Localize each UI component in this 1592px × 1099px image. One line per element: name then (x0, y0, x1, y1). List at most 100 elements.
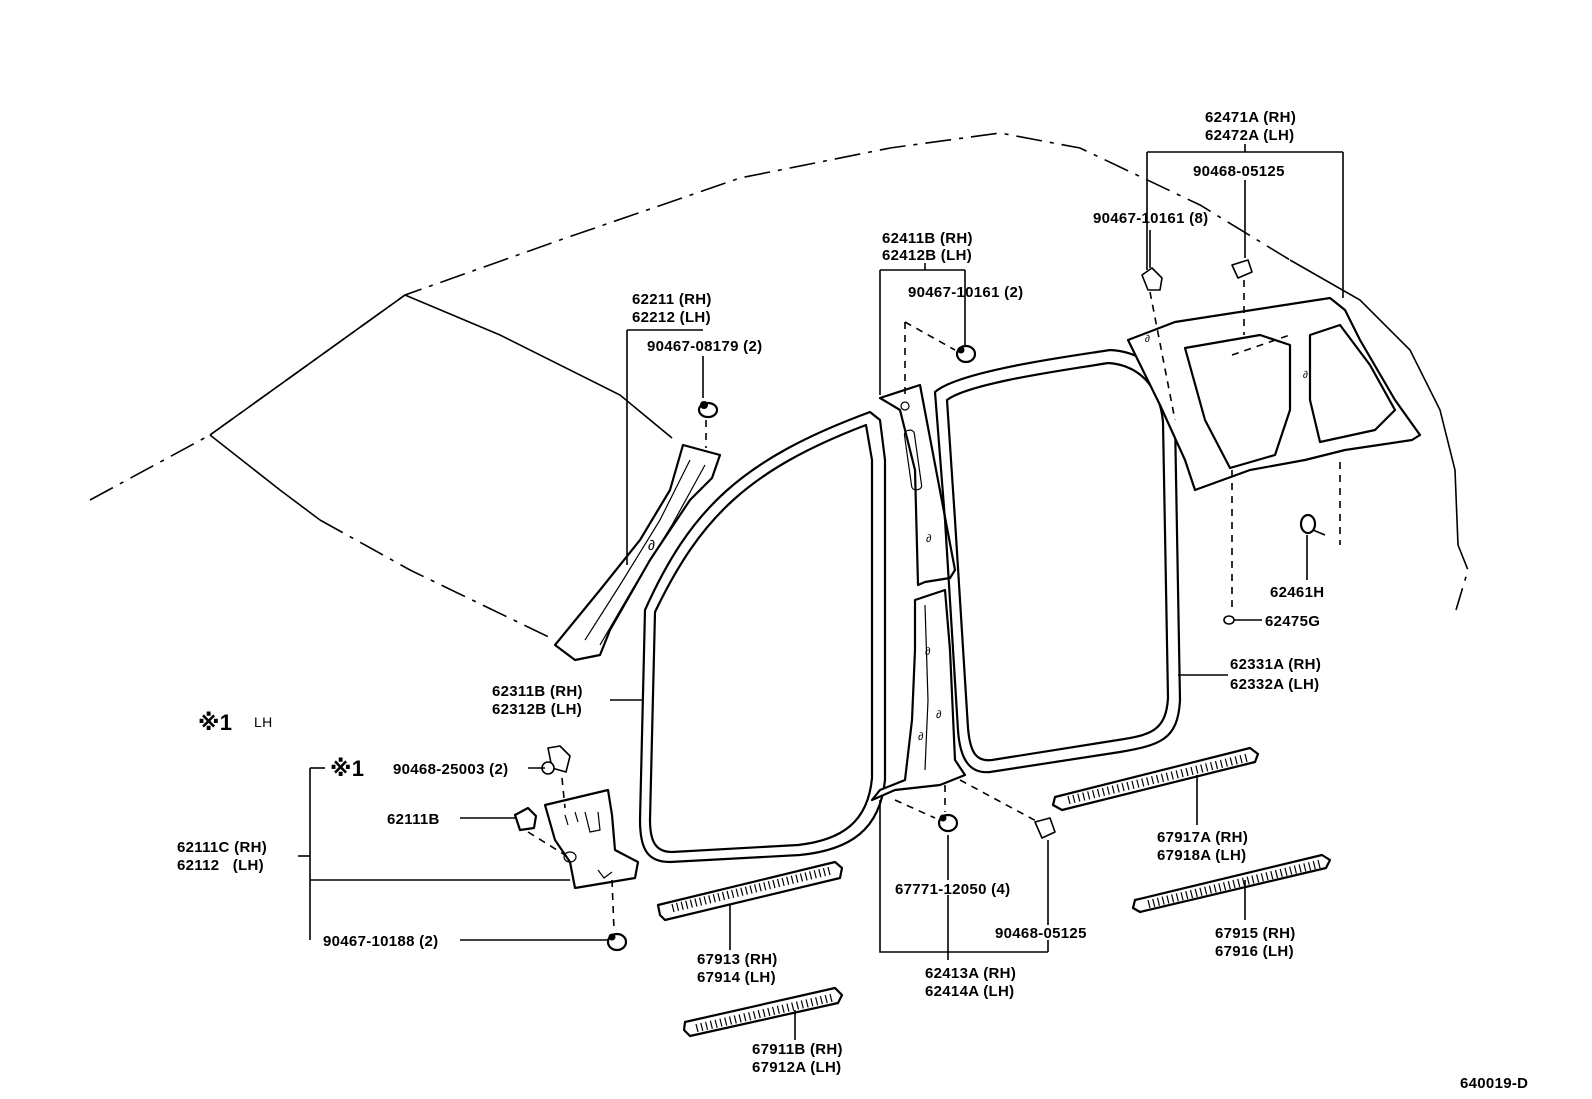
scuff-rib (1200, 764, 1204, 773)
scuff-rib (724, 1017, 728, 1026)
scuff-rib (1195, 765, 1199, 774)
clip-67771-12050 (894, 785, 959, 833)
scuff-rib (671, 903, 675, 913)
scuff-rib (1170, 771, 1174, 780)
scuff-rib (1126, 781, 1130, 791)
scuff-rib (1141, 778, 1145, 787)
label-90467-08179: 90467-08179 (2) (647, 338, 762, 355)
leader-lines (298, 144, 1344, 1040)
note-marker: ※1 (198, 710, 232, 735)
clip-62461H (1299, 462, 1341, 545)
scuff-rib (827, 866, 831, 876)
scuff-rib (685, 900, 689, 909)
scuff-rib (822, 867, 826, 877)
scuff-rib (1111, 785, 1115, 794)
scuff-rib (1204, 886, 1208, 895)
scuff-rib (731, 889, 735, 898)
scuff-rib (1190, 766, 1194, 775)
clip-90467-08179 (697, 401, 719, 448)
scuff-rib (704, 1021, 709, 1031)
label-62311B: 62311B (RH) (492, 683, 583, 700)
label-62212: 62212 (LH) (632, 309, 711, 326)
scuff-rib (805, 999, 809, 1008)
svg-text:∂: ∂ (918, 731, 924, 743)
scuff-rib (1175, 893, 1179, 902)
scuff-rib (1256, 874, 1260, 883)
scuff-rib (1210, 762, 1214, 771)
scuff-rib (695, 1023, 699, 1033)
scuff-rib (728, 1016, 733, 1025)
scuff-rib (676, 902, 680, 912)
scuff-rib (791, 1002, 795, 1011)
scuff-rib (712, 894, 716, 903)
scuff-rib (809, 871, 813, 880)
scuff-rib (1214, 760, 1219, 770)
roof-outline (89, 132, 1469, 641)
scuff-rib (763, 882, 767, 891)
scuff-rib (790, 875, 794, 884)
scuff-rib (786, 876, 790, 885)
scuff-rib (717, 892, 721, 902)
label-62211: 62211 (RH) (632, 291, 712, 308)
scuff-rib (829, 993, 833, 1003)
scuff-rib (680, 901, 684, 910)
scuff-rib (743, 1013, 747, 1022)
svg-text:∂: ∂ (1145, 334, 1150, 345)
b-pillar-lower-garnish: ∂ ∂ ∂ (870, 588, 967, 802)
scuff-rib (804, 872, 808, 881)
scuff-rib (767, 881, 771, 890)
scuff-rib (1166, 895, 1170, 904)
scuff-rib (776, 878, 781, 888)
scuff-rib (694, 898, 698, 907)
label-67917A: 67917A (RH) (1157, 829, 1248, 846)
scuff-rib (714, 1019, 718, 1028)
scuff-rib (1303, 863, 1307, 872)
scuff-rib (1146, 777, 1150, 786)
scuff-rib (1307, 862, 1312, 871)
scuff-rib (1189, 889, 1194, 899)
cowl-side-trim (543, 788, 640, 890)
scuff-rib (824, 994, 828, 1004)
scuff-rib (1171, 894, 1175, 903)
scuff-rib (1131, 780, 1135, 789)
a-pillar-garnish: ∂ (553, 443, 722, 662)
scuff-rib (1224, 758, 1228, 767)
label-90467-10161-8: 90467-10161 (8) (1093, 210, 1208, 227)
scuff-rib (1265, 872, 1269, 881)
clip-90467-10188 (606, 879, 628, 952)
label-62112: 62112 (LH) (177, 857, 264, 874)
label-90467-10188: 90467-10188 (2) (323, 933, 438, 950)
scuff-rib (1152, 898, 1156, 908)
scuff-rib (719, 1018, 723, 1027)
scuff-rib (744, 886, 748, 895)
scuff-rib (735, 888, 739, 897)
scuff-rib (1205, 763, 1209, 772)
scuff-rib (757, 1009, 761, 1019)
scuff-rib (1092, 790, 1096, 799)
scuff-plate-ribs (671, 753, 1321, 1033)
scuff-rib (1116, 784, 1120, 793)
label-67918A: 67918A (LH) (1157, 847, 1246, 864)
scuff-rib (1072, 794, 1076, 803)
scuff-rib (1151, 776, 1155, 785)
label-67914: 67914 (LH) (697, 969, 776, 986)
scuff-rib (749, 885, 753, 894)
scuff-rib (1161, 896, 1165, 905)
label-62461H: 62461H (1270, 584, 1324, 601)
scuff-rib (1237, 878, 1241, 888)
scuff-rib (1260, 873, 1264, 882)
scuff-rib (781, 1004, 785, 1013)
scuff-rib (748, 1012, 752, 1021)
scuff-rib (1213, 884, 1217, 893)
scuff-rib (1160, 773, 1164, 782)
clip-90467-10161-quarter (1141, 267, 1176, 421)
rear-door-seal (933, 348, 1182, 774)
label-67911B: 67911B (RH) (752, 1041, 843, 1058)
svg-text:∂: ∂ (925, 646, 931, 658)
scuff-rib (1298, 864, 1302, 873)
scuff-rib (767, 1007, 771, 1017)
scuff-rib (708, 895, 712, 904)
scuff-rib (1244, 753, 1248, 763)
scuff-rib (733, 1015, 737, 1024)
part-labels: 62471A (RH) 62472A (LH) 90468-05125 9046… (177, 109, 1528, 1092)
